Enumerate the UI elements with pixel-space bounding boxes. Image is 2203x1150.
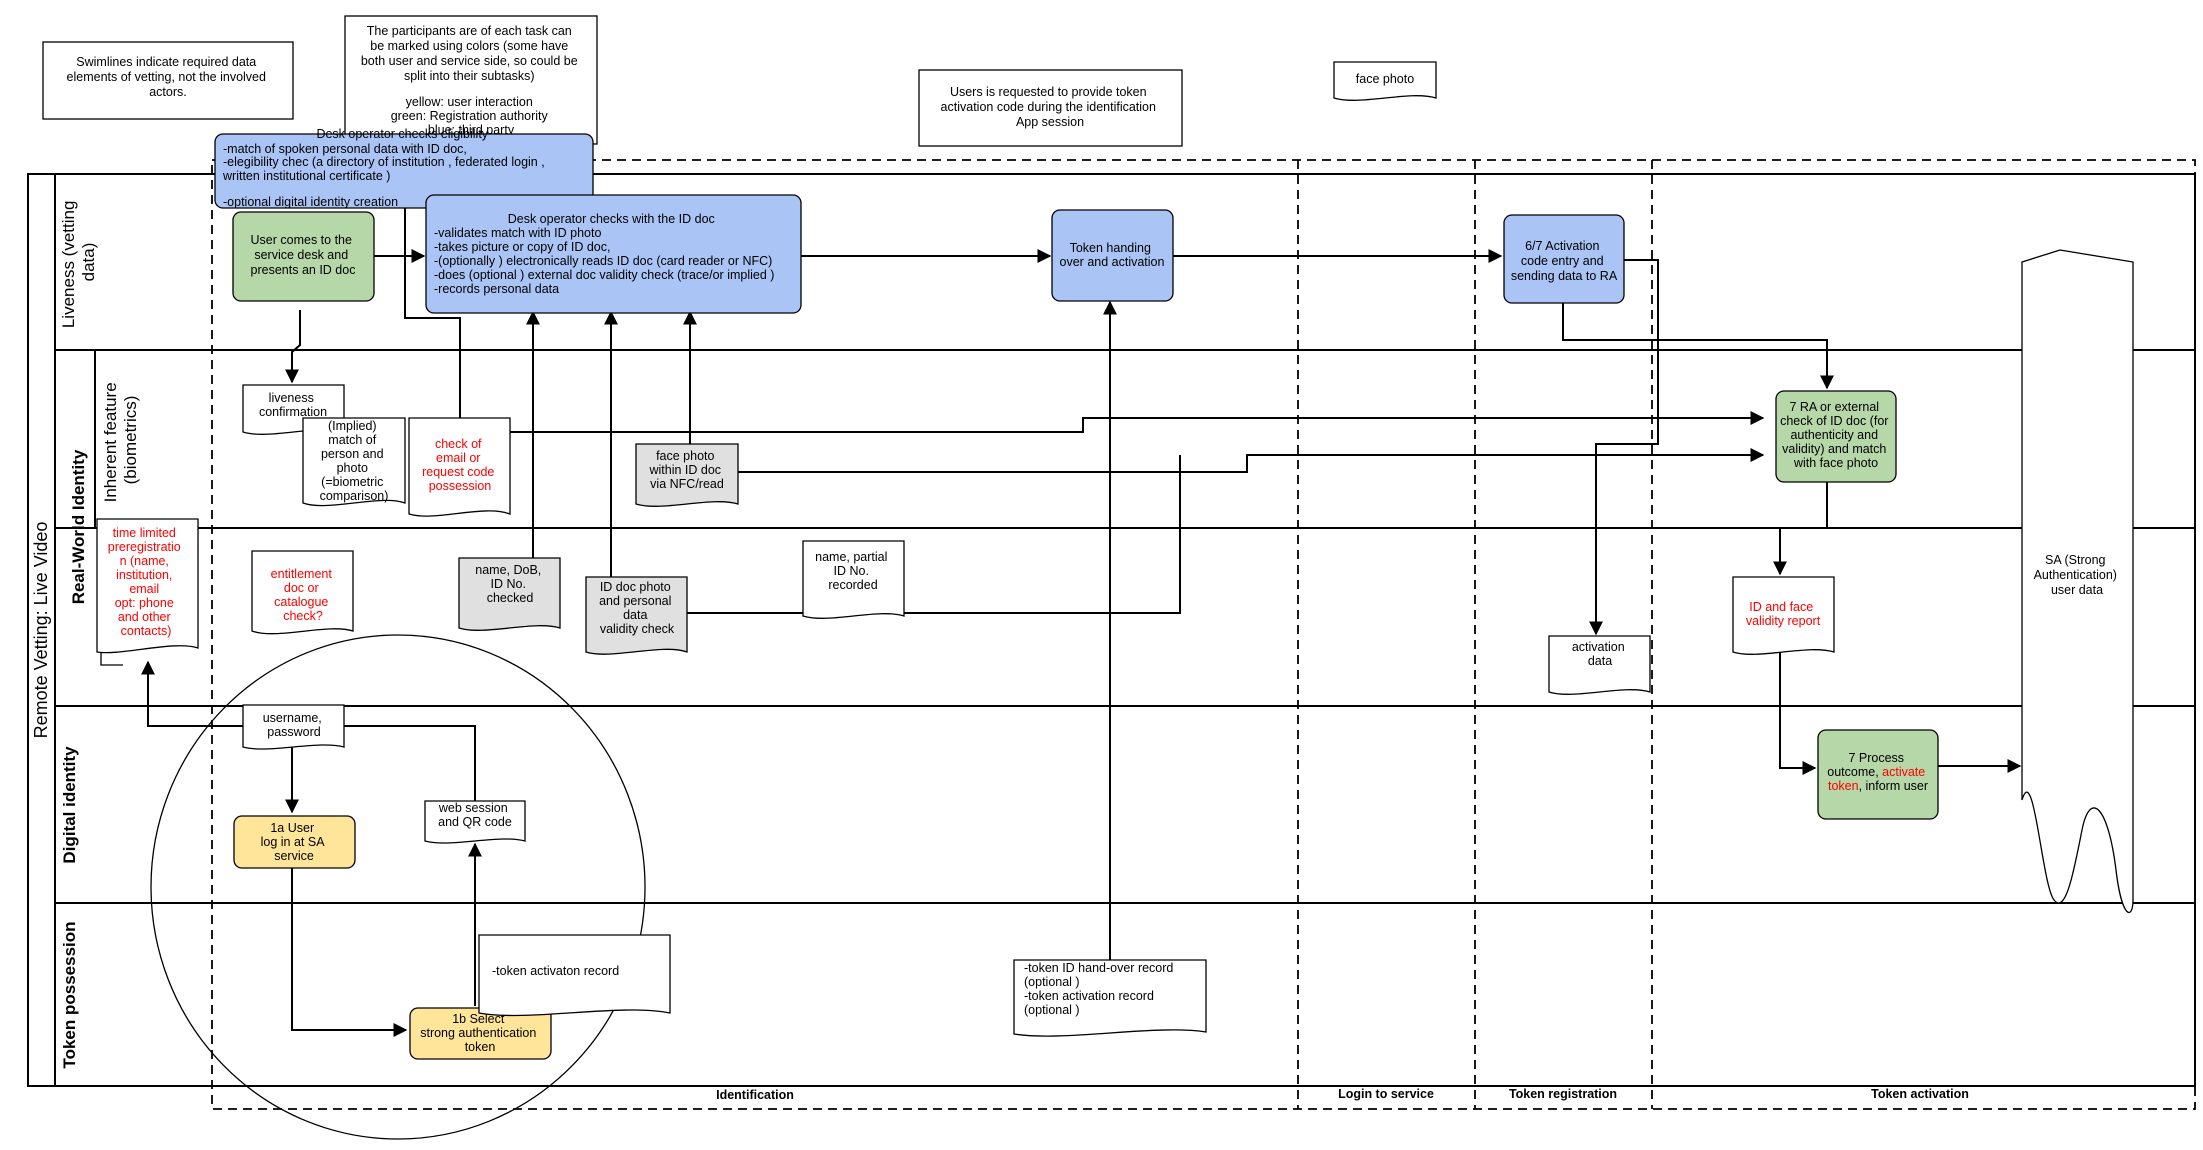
svg-text:7 RA or external check: 7 RA or external check of ID doc (for au… <box>1780 400 1892 470</box>
phase-token-activation: Token activation <box>1871 1087 1969 1101</box>
svg-text:6/7 Activation code entr: 6/7 Activation code entry and sending da… <box>1511 239 1618 283</box>
task-user-comes-to-desk: User comes to the service desk and prese… <box>232 211 375 302</box>
svg-text:Swimlines indicate required da: Swimlines indicate required data element… <box>67 55 270 99</box>
note-token-request: Users is requested to provide token acti… <box>918 69 1183 147</box>
svg-text:ID and face validity rep: ID and face validity report <box>1746 600 1821 628</box>
svg-text:liveness confirmation: liveness confirmation <box>259 391 327 419</box>
doc-web-session-qr: web session and QR code <box>424 800 526 844</box>
svg-text:-token ID hand-over record: -token ID hand-over record (optional ) -… <box>1024 961 1177 1017</box>
note-swimlanes: Swimlines indicate required data element… <box>42 41 294 120</box>
connectors <box>141 192 2022 1037</box>
doc-implied-match: (Implied) match of person and photo (=bi… <box>302 417 406 507</box>
svg-text:username, password: username, password <box>263 711 326 739</box>
svg-text:7 Process outcome, activ: 7 Process outcome, activate token, infor… <box>1827 751 1928 793</box>
task-user-login: 1a User log in at SA service <box>233 815 356 869</box>
doc-id-face-validity-report: ID and face validity report <box>1732 576 1835 655</box>
lane-digital-label: Digital identity <box>60 746 79 864</box>
phase-login: Login to service <box>1338 1087 1434 1101</box>
doc-id-doc-photo-validity: ID doc photo and personal data validity … <box>585 576 688 655</box>
svg-text:face photo within ID doc: face photo within ID doc via NFC/read <box>648 449 724 491</box>
sa-user-data-store: SA (Strong Authentication) user data <box>2021 249 2134 914</box>
svg-text:activation data: activation data <box>1572 640 1628 668</box>
svg-text:1b Select strong authent: 1b Select strong authentication token <box>420 1012 540 1054</box>
doc-time-limited-preregistration: time limited preregistratio n (name, ins… <box>96 518 199 666</box>
phase-identification: Identification <box>716 1088 794 1102</box>
svg-text:web session and QR code: web session and QR code <box>438 801 512 829</box>
task-ra-external-check: 7 RA or external check of ID doc (for au… <box>1775 390 1897 483</box>
svg-text:check of email or: check of email or request code possessio… <box>422 437 498 493</box>
svg-text:face photo: face photo <box>1356 72 1414 86</box>
note-participants: The participants are of each task can be… <box>344 15 598 145</box>
pool-title: Remote Vetting: Live Video <box>31 522 51 739</box>
doc-username-password: username, password <box>242 704 345 750</box>
scope-circle <box>150 634 646 1140</box>
doc-check-email: check of email or request code possessio… <box>408 417 511 517</box>
group-real-world-label: Real-World Identity <box>69 449 88 604</box>
svg-text:Desk operator checks eligibili: Desk operator checks eligibility -match … <box>222 127 548 209</box>
svg-text:time limited preregistra: time limited preregistratio n (name, ins… <box>108 526 184 638</box>
svg-text:User comes to the servic: User comes to the service desk and prese… <box>251 233 356 277</box>
svg-text:SA (Strong Authenticati: SA (Strong Authentication) user data <box>2034 553 2121 597</box>
lane-inherent-label: Inherent feature (biometrics) <box>101 378 140 503</box>
svg-text:(Implied) match of: (Implied) match of person and photo (=bi… <box>320 419 389 503</box>
doc-entitlement-check: entitlement doc or catalogue check? <box>251 550 354 635</box>
doc-name-dob-checked: name, DoB, ID No. checked <box>458 557 561 631</box>
doc-token-handover-record: -token ID hand-over record (optional ) -… <box>1013 959 1207 1037</box>
svg-text:Desk operator checks with the: Desk operator checks with the ID doc -va… <box>434 212 778 296</box>
doc-name-partial-id: name, partial ID No. recorded <box>802 540 905 619</box>
task-process-outcome: 7 Process outcome, activate token, infor… <box>1817 729 1939 820</box>
task-activation-code-entry: 6/7 Activation code entry and sending da… <box>1503 214 1625 304</box>
doc-token-activation-record: -token activaton record <box>478 934 671 1017</box>
doc-face-photo-legend: face photo <box>1333 61 1437 101</box>
svg-text:-token activaton record: -token activaton record <box>492 964 619 978</box>
svg-text:ID doc photo and persona: ID doc photo and personal data validity … <box>599 580 675 636</box>
task-eligibility-check: Desk operator checks eligibility -match … <box>214 127 594 209</box>
svg-text:The participants are of each t: The participants are of each task can be… <box>361 24 581 137</box>
task-id-doc-check: Desk operator checks with the ID doc -va… <box>425 194 802 314</box>
svg-text:name, DoB, ID No.: name, DoB, ID No. checked <box>475 563 545 605</box>
task-token-handing: Token handing over and activation <box>1051 209 1174 302</box>
svg-text:Token handing over and a: Token handing over and activation <box>1060 241 1165 269</box>
phase-labels: Identification Login to service Token re… <box>716 1087 1969 1102</box>
lane-liveness-label: Liveness (vetting data) <box>59 196 98 328</box>
doc-face-photo-nfc: face photo within ID doc via NFC/read <box>635 443 739 507</box>
phase-token-registration: Token registration <box>1509 1087 1617 1101</box>
doc-activation-data: activation data <box>1548 635 1651 695</box>
svg-text:Users is requested to provide: Users is requested to provide token acti… <box>941 85 1160 129</box>
svg-text:1a User log in at SA: 1a User log in at SA service <box>261 821 328 863</box>
lane-labels: Remote Vetting: Live Video Liveness (vet… <box>31 196 140 1069</box>
svg-text:entitlement doc or: entitlement doc or catalogue check? <box>271 567 336 623</box>
lane-token-label: Token possession <box>60 921 79 1068</box>
phase-dividers <box>211 159 2196 1110</box>
svg-text:name, partial ID No.: name, partial ID No. recorded <box>815 550 891 592</box>
